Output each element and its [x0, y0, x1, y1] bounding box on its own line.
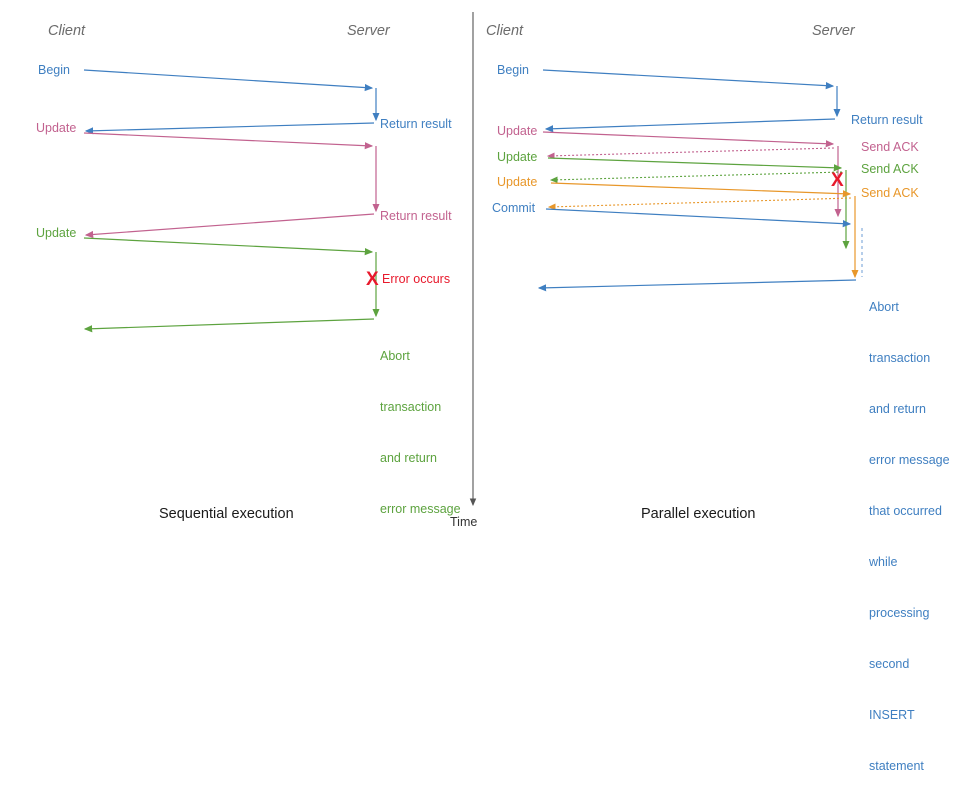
left-header-server: Server: [347, 23, 390, 39]
right-abort-line-5: while: [869, 555, 898, 569]
left-error-label: Error occurs: [382, 272, 451, 286]
arrow-send-ack-3: [547, 197, 852, 211]
arrow-return-result-2: [84, 213, 375, 239]
left-panel-arrows: [83, 69, 380, 333]
right-srv-send-ack-1: Send ACK: [861, 140, 919, 154]
right-msg-update-2: Update: [497, 150, 538, 164]
right-srv-send-ack-2: Send ACK: [861, 162, 919, 176]
right-abort-note: Abort transaction and return error messa…: [869, 265, 950, 809]
error-x-icon-left: X: [366, 269, 379, 290]
arrow-begin-request: [83, 69, 374, 92]
right-abort-line-6: processing: [869, 606, 930, 620]
right-abort-line-3: error message: [869, 453, 950, 467]
right-msg-begin: Begin: [497, 63, 529, 77]
right-abort-line-9: statement: [869, 759, 924, 773]
left-srv-return-result-1: Return result: [380, 117, 452, 131]
arrow-update-1-request: [83, 132, 374, 150]
left-msg-begin: Begin: [38, 63, 70, 77]
left-abort-line-3: error message: [380, 502, 461, 516]
sequence-diagram-canvas: Client Server Begin Update Update Return…: [36, 12, 950, 773]
left-msg-update-2: Update: [36, 226, 77, 240]
right-srv-return-result: Return result: [851, 113, 923, 127]
left-srv-return-result-2: Return result: [380, 209, 452, 223]
arrow-return-result-1: [84, 122, 375, 135]
arrow-begin-request-r: [542, 69, 835, 90]
left-abort-note: Abort transaction and return error messa…: [380, 314, 461, 552]
arrow-update-3-request-r: [550, 182, 852, 198]
right-msg-update-1: Update: [497, 124, 538, 138]
diagram-vector-layer: [83, 12, 863, 507]
left-caption: Sequential execution: [159, 506, 294, 522]
right-msg-update-3: Update: [497, 175, 538, 189]
right-abort-line-0: Abort: [869, 300, 899, 314]
left-msg-update-1: Update: [36, 121, 77, 135]
right-header-server: Server: [812, 23, 855, 39]
arrow-abort-return-left: [83, 318, 375, 333]
right-panel-arrows: [537, 69, 863, 292]
arrow-abort-return-right: [537, 279, 857, 292]
right-srv-send-ack-3: Send ACK: [861, 186, 919, 200]
right-abort-line-7: second: [869, 657, 910, 671]
arrow-send-ack-2: [549, 171, 843, 184]
error-x-icon-right: X: [831, 170, 844, 191]
time-axis-label: Time: [450, 515, 478, 529]
right-abort-line-1: transaction: [869, 351, 931, 365]
left-header-client: Client: [48, 23, 86, 39]
left-abort-line-0: Abort: [380, 349, 410, 363]
right-abort-line-2: and return: [869, 402, 926, 416]
right-header-client: Client: [486, 23, 524, 39]
left-abort-line-1: transaction: [380, 400, 442, 414]
right-caption: Parallel execution: [641, 506, 756, 522]
arrow-update-1-request-r: [542, 131, 835, 148]
arrow-commit-request-r: [545, 208, 852, 228]
arrow-send-ack-1: [546, 147, 835, 160]
left-abort-line-2: and return: [380, 451, 437, 465]
right-msg-commit: Commit: [492, 201, 536, 215]
arrow-return-result-r: [544, 118, 836, 133]
arrow-update-2-request-r: [547, 157, 843, 172]
arrow-update-2-request: [83, 237, 374, 256]
right-abort-line-8: INSERT: [869, 708, 915, 722]
right-abort-line-4: that occurred: [869, 504, 942, 518]
